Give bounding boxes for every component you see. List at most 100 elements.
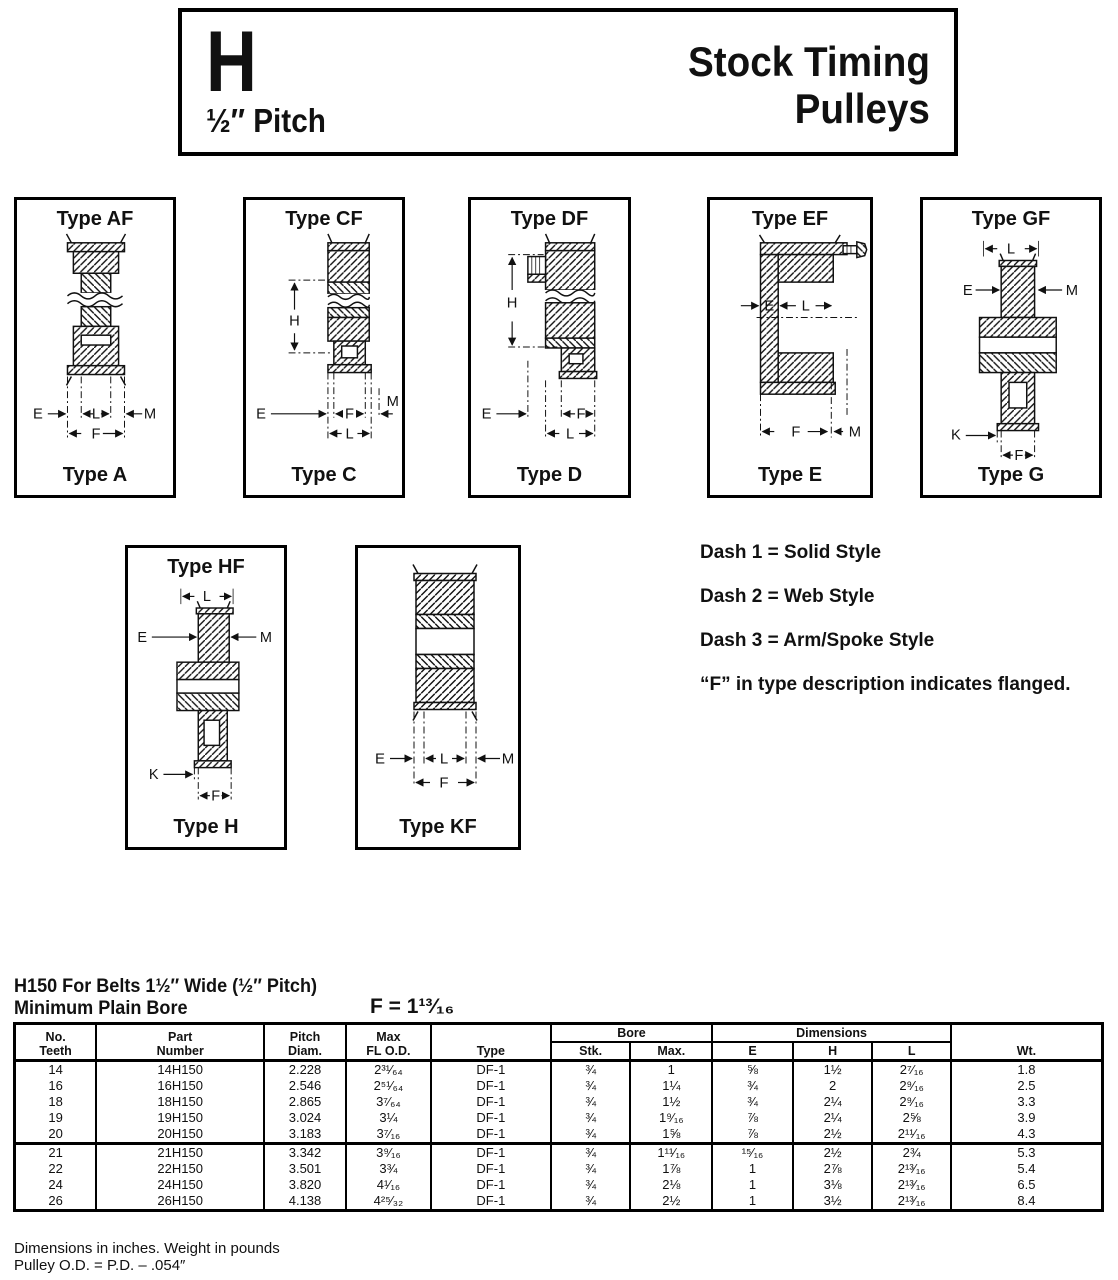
table-cell: 20 <box>13 1126 98 1144</box>
table-cell: 2½ <box>791 1126 874 1144</box>
dim-label-e: E <box>137 630 147 646</box>
table-cell: 5.4 <box>949 1161 1104 1177</box>
table-cell: ¾ <box>549 1126 632 1144</box>
table-cell: 2¹³⁄₁₆ <box>871 1193 952 1211</box>
note-dash2: Dash 2 = Web Style <box>700 586 875 607</box>
table-cell: DF-1 <box>429 1110 552 1126</box>
pulley-section-gf: L E M K F <box>951 240 1078 463</box>
table-cell: 2¹¹⁄₁₆ <box>871 1126 952 1144</box>
table-cell: 24 <box>13 1177 98 1193</box>
page-title-line1: Stock Timing <box>688 38 930 85</box>
diagram-title-gf: Type GF <box>971 208 1051 230</box>
table-cell: 1¹¹⁄₁₆ <box>629 1142 714 1161</box>
table-cell: 2½ <box>791 1142 874 1161</box>
table-cell: 1.8 <box>949 1059 1104 1078</box>
f-dimension-note: F = 1¹³⁄₁₆ <box>370 995 455 1018</box>
dim-label-l: L <box>440 751 448 768</box>
table-cell: 2¾ <box>871 1142 952 1161</box>
series-letter: H <box>206 14 257 110</box>
note-dash1: Dash 1 = Solid Style <box>700 542 882 563</box>
table-title-line2: Minimum Plain Bore <box>14 998 188 1019</box>
table-cell: 4.3 <box>949 1126 1104 1144</box>
table-cell: ⅞ <box>711 1110 794 1126</box>
diagram-title-c: Type C <box>291 464 357 486</box>
table-cell: 3⅛ <box>791 1177 874 1193</box>
pulley-section-cf: H E F M L <box>256 233 399 442</box>
table-cell: ¾ <box>549 1059 632 1078</box>
diagram-box-hf: Type HF L E M K F Type H <box>125 545 287 850</box>
table-cell: 16H150 <box>95 1078 266 1094</box>
diagram-box-af: Type AF E L M F Type A <box>14 197 176 498</box>
table-cell: 18 <box>13 1094 98 1110</box>
diagram-title-a: Type A <box>62 464 128 486</box>
dim-label-e: E <box>375 751 385 768</box>
dim-label-m: M <box>387 394 399 410</box>
dim-label-f: F <box>1014 448 1023 463</box>
table-cell: ⅝ <box>711 1059 794 1078</box>
diagram-box-ef: Type EF E L F M Type E <box>707 197 873 498</box>
table-cell: 4.138 <box>263 1193 347 1211</box>
table-cell: 2⁹⁄₁₆ <box>871 1094 952 1110</box>
table-cell: 2 <box>791 1078 874 1094</box>
table-cell: 2⁹⁄₁₆ <box>871 1078 952 1094</box>
col-header-l: L <box>871 1041 952 1062</box>
table-cell: 3.3 <box>949 1094 1104 1110</box>
table-cell: 1 <box>711 1177 794 1193</box>
style-notes: Dash 1 = Solid Style Dash 2 = Web Style … <box>700 542 1110 718</box>
diagram-box-cf: Type CF H E F M L <box>243 197 405 498</box>
table-cell: 19H150 <box>95 1110 266 1126</box>
table-cell: ¾ <box>549 1177 632 1193</box>
table-cell: 2⁷⁄₁₆ <box>871 1059 952 1078</box>
masthead: H ½″ Pitch Stock Timing Pulleys <box>178 8 958 156</box>
table-cell: 14 <box>13 1059 98 1078</box>
col-header-max: Max. <box>629 1041 714 1062</box>
table-cell: ¾ <box>549 1094 632 1110</box>
dim-label-e: E <box>963 283 973 299</box>
table-cell: 3.342 <box>263 1142 347 1161</box>
diagram-title-af: Type AF <box>56 208 134 230</box>
table-cell: 1¼ <box>629 1078 714 1094</box>
table-cell: 22 <box>13 1161 98 1177</box>
dim-label-h: H <box>507 296 518 312</box>
table-cell: 3.9 <box>949 1110 1104 1126</box>
diagram-title-h: Type H <box>173 816 239 838</box>
diagram-title-ef: Type EF <box>751 208 829 230</box>
dim-label-f: F <box>439 775 448 792</box>
table-cell: ¾ <box>549 1193 632 1211</box>
dim-label-e: E <box>482 407 492 423</box>
dim-label-l: L <box>92 407 100 423</box>
table-cell: ¾ <box>549 1142 632 1161</box>
pitch-label: ½″ Pitch <box>206 102 326 139</box>
table-cell: 6.5 <box>949 1177 1104 1193</box>
table-cell: 20H150 <box>95 1126 266 1144</box>
table-cell: 2¹³⁄₁₆ <box>871 1161 952 1177</box>
diagram-box-gf: Type GF L E M K F Type G <box>920 197 1102 498</box>
table-cell: 21 <box>13 1142 98 1161</box>
table-cell: 21H150 <box>95 1142 266 1161</box>
table-cell: 1⅝ <box>629 1126 714 1144</box>
table-cell: DF-1 <box>429 1078 552 1094</box>
col-header-e: E <box>711 1041 794 1062</box>
table-cell: 1 <box>711 1161 794 1177</box>
table-title-line1: H150 For Belts 1½″ Wide (½″ Pitch) <box>14 976 318 997</box>
table-cell: 1 <box>629 1059 714 1078</box>
table-cell: 26H150 <box>95 1193 266 1211</box>
pulley-section-ef: E L F M <box>740 234 868 440</box>
dim-label-h: H <box>289 313 300 329</box>
table-cell: DF-1 <box>429 1161 552 1177</box>
col-group-dimensions: Dimensions <box>711 1022 952 1043</box>
table-cell: ¾ <box>549 1110 632 1126</box>
note-flanged: “F” in type description indicates flange… <box>700 674 1071 695</box>
col-header-teeth: No.Teeth <box>13 1022 98 1062</box>
dim-label-k: K <box>951 427 961 443</box>
col-header-h: H <box>791 1041 874 1062</box>
